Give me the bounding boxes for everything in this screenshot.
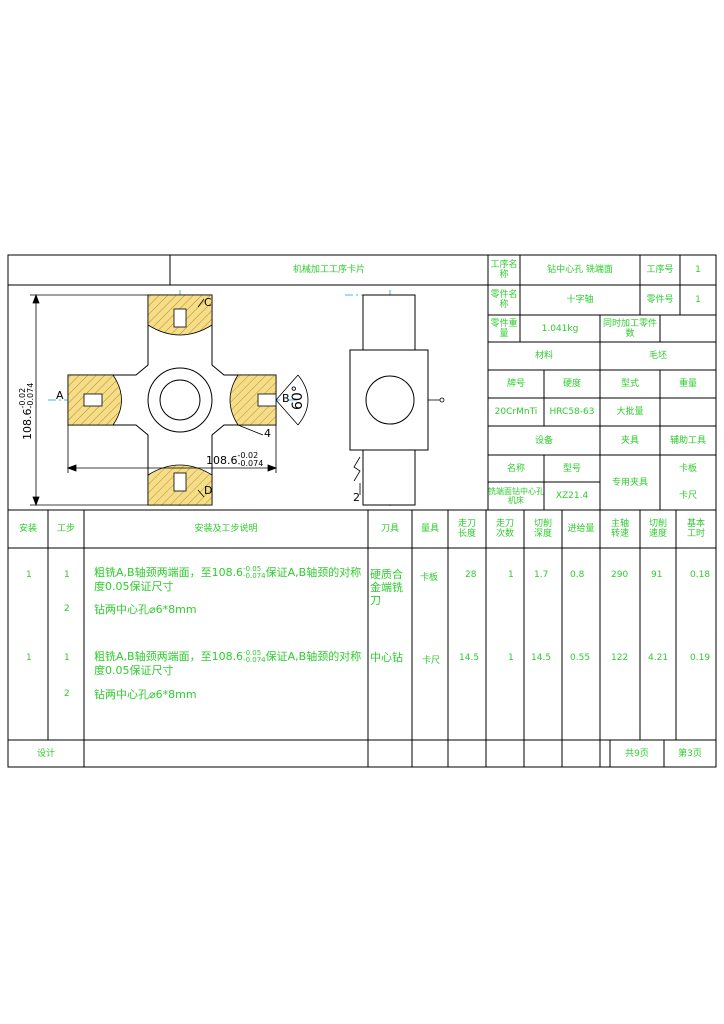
- header-gauge: 量具: [420, 524, 439, 534]
- row3-tool: 中心钻: [370, 651, 403, 664]
- row1-times: 1: [508, 570, 514, 580]
- row1-depth: 1.7: [534, 570, 549, 580]
- eq-model-value: XZ21.4: [555, 491, 589, 501]
- part-no-label: 零件号: [646, 295, 674, 305]
- header-base-time: 基本工时: [686, 519, 705, 539]
- part-weight-label: 零件重量: [490, 318, 518, 339]
- row1-length: 28: [465, 570, 477, 580]
- grade-label: 牌号: [506, 379, 525, 389]
- header-step: 工步: [56, 524, 75, 534]
- header-install: 安装: [18, 524, 37, 534]
- row3-gauge: 卡尺: [422, 656, 441, 666]
- row1-rpm: 290: [611, 570, 629, 580]
- header-description: 安装及工步说明: [194, 524, 258, 534]
- form-value: 大批量: [616, 407, 644, 417]
- proc-name-value: 钻中心孔 铣端面: [547, 265, 613, 275]
- row3-length: 14.5: [459, 653, 480, 663]
- label-2: 2: [353, 491, 360, 504]
- eq-name-value: 铣端面钻中心孔机床: [488, 487, 544, 505]
- row1-time: 0.18: [690, 570, 711, 580]
- row2-description: 钻两中心孔⌀6*8mm: [94, 603, 197, 616]
- label-c: C: [204, 296, 212, 309]
- horizontal-dimension: 108.6-0.02-0.074: [206, 450, 264, 468]
- row3-feed: 0.55: [570, 653, 591, 663]
- aux-tool-label: 辅助工具: [669, 435, 706, 446]
- aux-value-1: 卡板: [678, 463, 697, 474]
- equipment-label: 设备: [534, 435, 553, 446]
- proc-name-label: 工序名称: [490, 260, 518, 280]
- row1-gauge: 卡板: [420, 573, 439, 583]
- cross-part-front-view: [67, 294, 277, 506]
- header-tool: 刀具: [380, 524, 399, 534]
- cross-part-side-view: [349, 294, 429, 506]
- part-name-value: 十字轴: [566, 295, 594, 305]
- row3-depth: 14.5: [531, 653, 552, 663]
- header-cut-speed: 切削速度: [648, 519, 667, 539]
- label-d: D: [204, 484, 213, 497]
- row3-rpm: 122: [611, 653, 629, 663]
- part-weight-value: 1.041kg: [541, 323, 579, 334]
- header-spindle-speed: 主轴转速: [610, 519, 629, 539]
- row1-speed: 91: [651, 570, 663, 580]
- proc-no-label: 工序号: [646, 265, 674, 275]
- grade-value: 20CrMnTi: [494, 407, 538, 417]
- fixture-value: 专用夹具: [611, 477, 648, 488]
- row1-step: 1: [64, 570, 70, 580]
- row1-install: 1: [26, 570, 32, 580]
- row3-install: 1: [26, 653, 32, 663]
- row2-step: 2: [64, 604, 70, 614]
- part-drawing: [30, 290, 445, 507]
- row3-speed: 4.21: [648, 653, 669, 663]
- header-feed-length: 走刀长度: [457, 519, 476, 539]
- card-title: 机械加工工序卡片: [292, 265, 365, 275]
- form-label: 型式: [620, 379, 639, 389]
- part-no-value: 1: [695, 295, 701, 305]
- proc-no-value: 1: [695, 265, 701, 275]
- header-feed-rate: 进给量: [567, 524, 595, 534]
- part-name-label: 零件名称: [490, 290, 518, 310]
- simul-label: 同时加工零件数: [602, 318, 657, 339]
- material-label: 材料: [534, 351, 553, 361]
- header-cut-depth: 切削深度: [533, 519, 552, 539]
- design-label: 设计: [36, 748, 55, 759]
- page-number: 第3页: [678, 748, 702, 759]
- label-4: 4: [264, 427, 271, 440]
- total-pages: 共9页: [625, 748, 649, 759]
- aux-value-2: 卡尺: [678, 491, 697, 501]
- vertical-dimension: 108.6-0.02-0.074: [17, 382, 35, 440]
- hardness-value: HRC58-63: [549, 407, 595, 417]
- blank-label: 毛坯: [648, 351, 667, 361]
- row4-step: 2: [64, 689, 70, 699]
- label-a: A: [56, 389, 64, 402]
- eq-name-label: 名称: [506, 463, 525, 474]
- row3-times: 1: [508, 653, 514, 663]
- angle-label: 60°: [290, 385, 306, 410]
- row3-time: 0.19: [690, 653, 711, 663]
- weight-label: 重量: [678, 379, 697, 389]
- hardness-label: 硬度: [562, 379, 581, 389]
- label-b: B: [282, 392, 290, 405]
- row1-tool: 硬质合金端铣刀: [370, 568, 403, 607]
- header-feed-times: 走刀次数: [495, 519, 514, 539]
- row4-description: 钻两中心孔⌀6*8mm: [94, 688, 197, 701]
- eq-model-label: 型号: [562, 463, 581, 474]
- row1-feed: 0.8: [570, 570, 585, 580]
- row3-step: 1: [64, 653, 70, 663]
- fixture-label: 夹具: [620, 435, 639, 446]
